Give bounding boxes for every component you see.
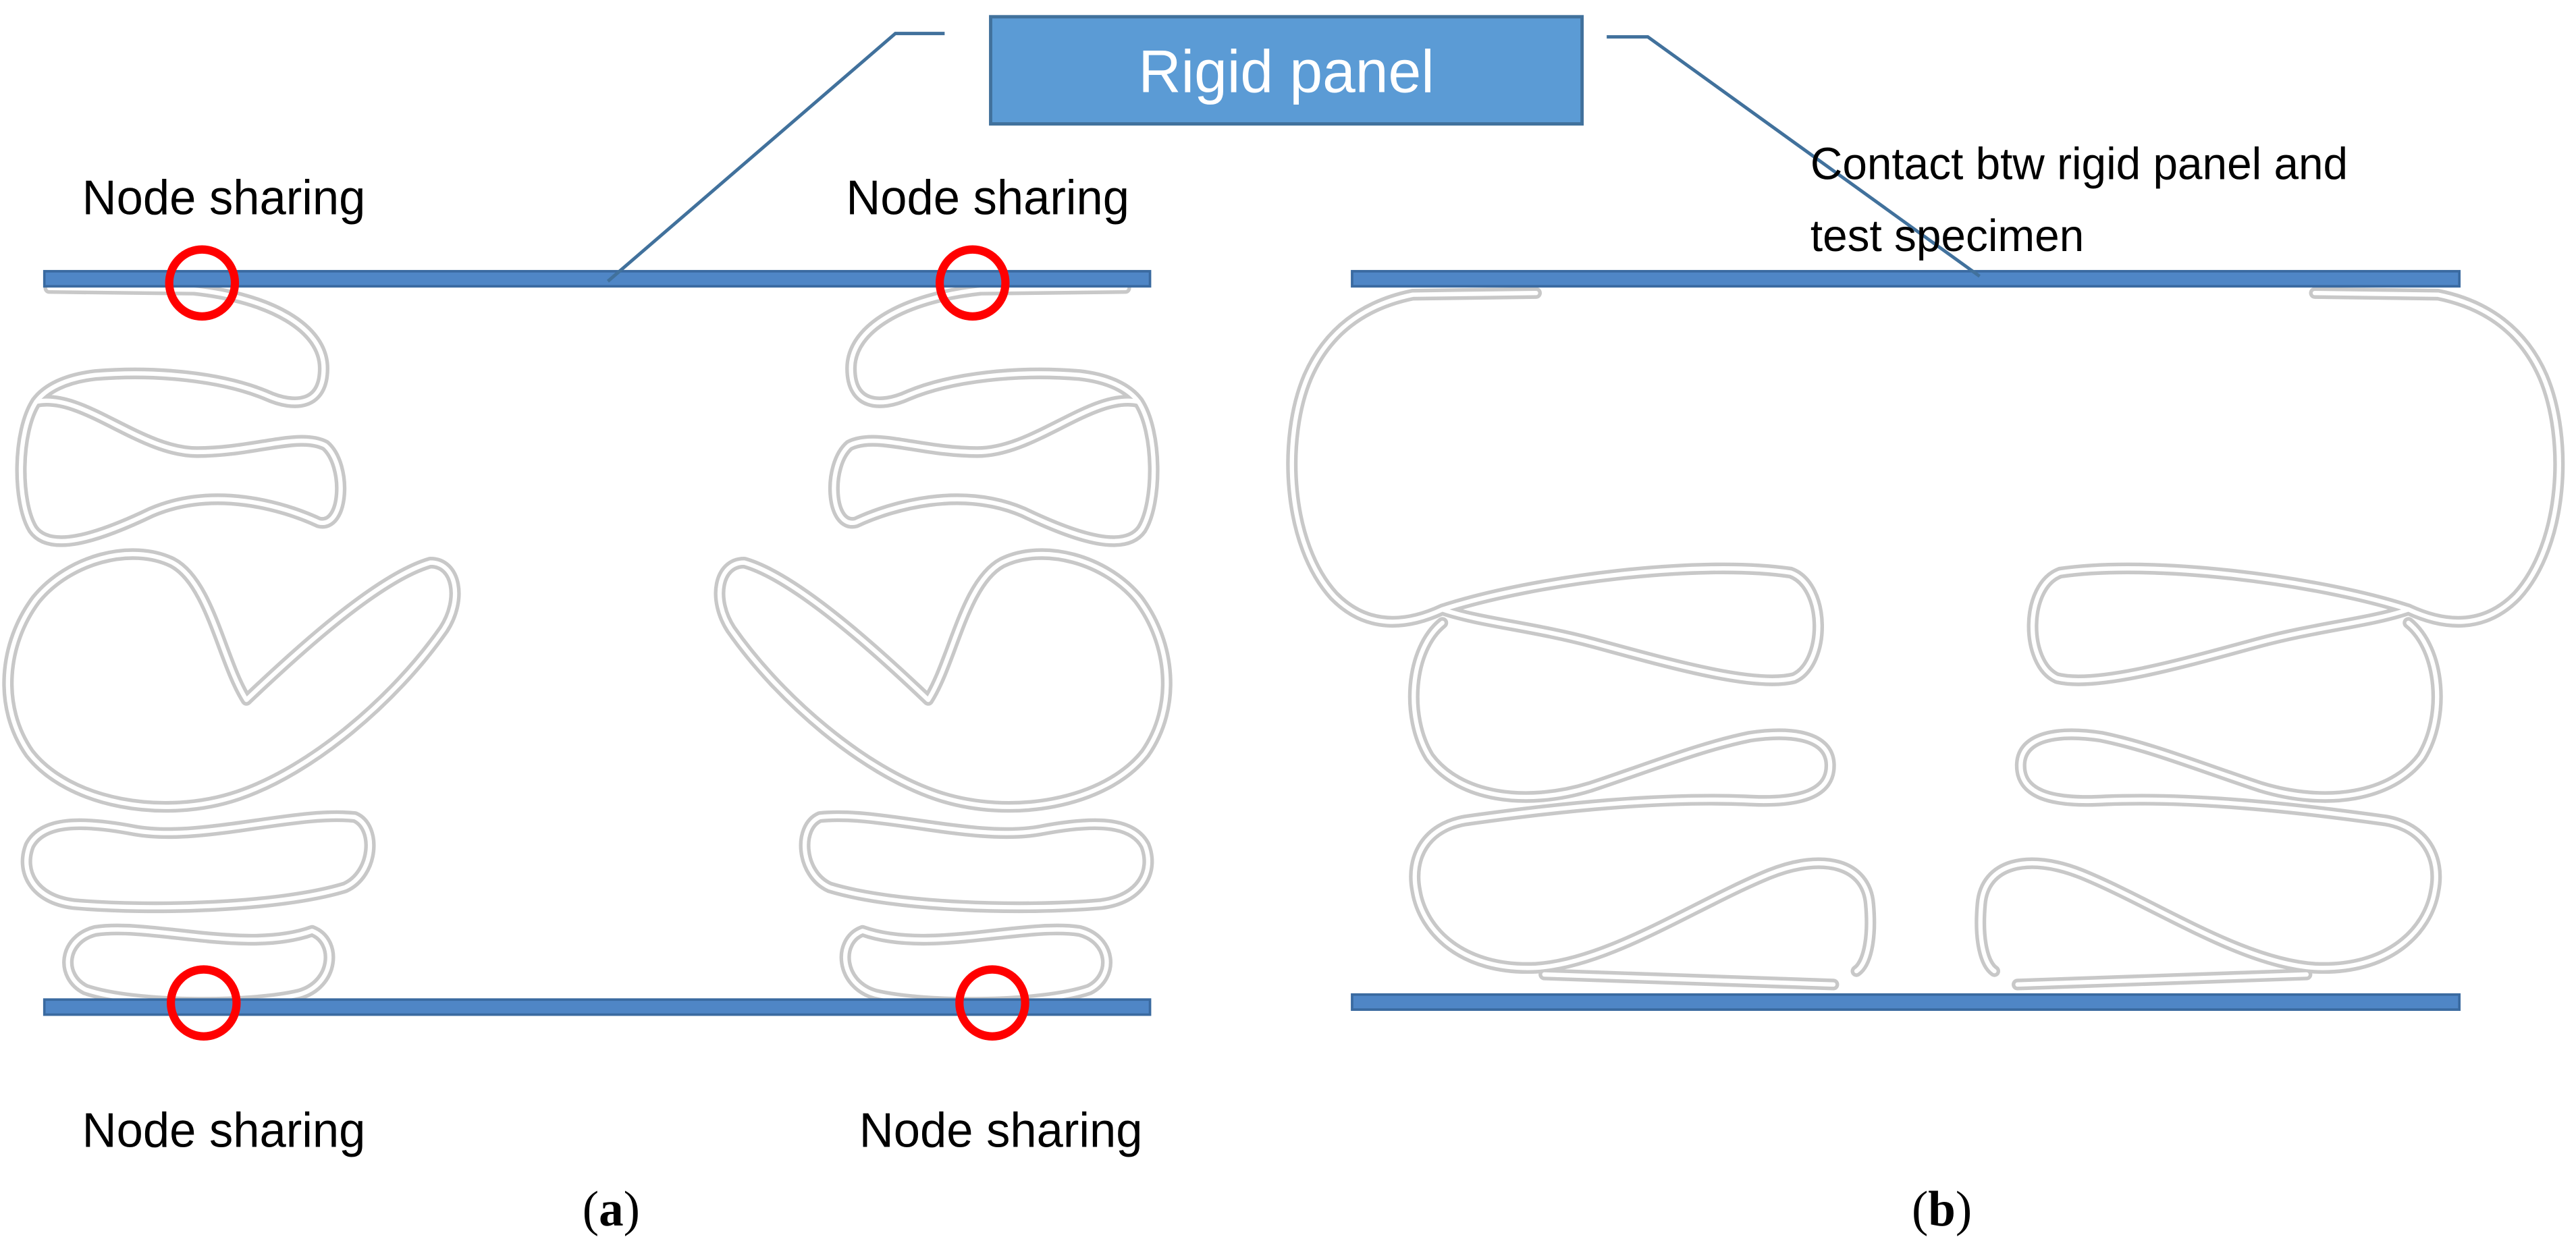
- node-label-bottom-left: Node sharing: [82, 1103, 366, 1158]
- subfigure-close-paren: ): [624, 1181, 640, 1237]
- subfigure-close-paren: ): [1956, 1181, 1972, 1237]
- rigid-panel-label: Rigid panel: [1138, 38, 1434, 105]
- specimen-b-right: [1981, 293, 2559, 985]
- specimen-wall-outline: [8, 288, 455, 1003]
- rigid-bar-b-bottom: [1351, 993, 2461, 1011]
- node-sharing-marker-bottom-right: [955, 965, 1029, 1041]
- rigid-bar-a-bottom: [43, 998, 1152, 1016]
- rigid-panel-callout: Rigid panel: [989, 15, 1584, 126]
- contact-label-line2: test specimen: [1810, 211, 2084, 262]
- leader-line-right: [1607, 35, 1981, 278]
- node-label-top-left: Node sharing: [82, 171, 366, 225]
- rigid-bar-a-top: [43, 270, 1152, 288]
- subfigure-label-b: (b): [1912, 1181, 1972, 1237]
- specimen-a-left: [8, 288, 455, 1003]
- specimen-wall-inner: [720, 288, 1166, 1003]
- contact-label-line1: Contact btw rigid panel and: [1810, 139, 2348, 190]
- subfigure-letter: a: [599, 1181, 624, 1237]
- node-sharing-marker-bottom-left: [167, 965, 241, 1041]
- rigid-bar-b-top: [1351, 270, 2461, 288]
- node-sharing-marker-top-left: [165, 245, 240, 321]
- specimen-wall-outline: [720, 288, 1166, 1003]
- node-sharing-marker-top-right: [935, 245, 1010, 321]
- leader-line-left: [606, 32, 945, 283]
- subfigure-open-paren: (: [1912, 1181, 1928, 1237]
- specimen-wall-inner: [1292, 293, 1871, 985]
- contact-label: Contact btw rigid panel and test specime…: [1810, 139, 2348, 261]
- specimen-a-right: [720, 288, 1166, 1003]
- specimen-b-left: [1292, 293, 1871, 985]
- rigid-panel-box: [989, 15, 1584, 126]
- specimen-wall-inner: [8, 288, 455, 1003]
- node-label-top-right: Node sharing: [846, 171, 1129, 225]
- subfigure-label-a: (a): [583, 1181, 640, 1237]
- node-label-bottom-right: Node sharing: [859, 1103, 1143, 1158]
- subfigure-letter: b: [1928, 1181, 1956, 1237]
- subfigure-open-paren: (: [583, 1181, 599, 1237]
- specimen-wall-inner: [1981, 293, 2559, 985]
